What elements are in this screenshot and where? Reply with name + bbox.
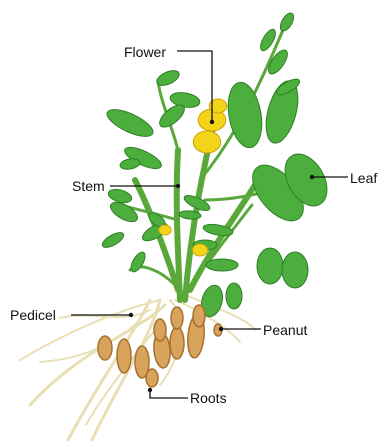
leaf xyxy=(104,104,157,141)
root xyxy=(60,310,150,318)
leaf xyxy=(226,283,242,309)
peanut-pod xyxy=(193,305,205,327)
leaf xyxy=(257,248,283,284)
label-flower: Flower xyxy=(124,44,166,60)
peanut-pod xyxy=(117,339,131,373)
peanut-pod xyxy=(98,336,112,360)
peanut-pod xyxy=(146,369,158,387)
stem-leader-dot xyxy=(176,184,180,188)
label-roots: Roots xyxy=(190,390,227,406)
roots-leader-dot xyxy=(148,388,152,392)
leaf xyxy=(107,187,133,205)
peanut-pod xyxy=(171,307,183,329)
leaf xyxy=(278,11,297,33)
flower xyxy=(159,225,172,235)
flower xyxy=(193,244,208,256)
flower-leader-dot xyxy=(210,120,214,124)
peanut-pod xyxy=(170,327,184,359)
flower xyxy=(193,131,221,153)
peanut-leader-dot xyxy=(219,327,223,331)
label-peanut: Peanut xyxy=(263,322,307,338)
label-pedicel: Pedicel xyxy=(10,307,56,323)
leaf xyxy=(206,259,238,271)
peanut-pod xyxy=(154,319,166,341)
stem xyxy=(177,150,180,300)
leaf xyxy=(282,252,308,288)
leaf-leader-dot xyxy=(310,175,314,179)
label-stem: Stem xyxy=(72,178,105,194)
leaf xyxy=(100,230,126,251)
roots-leader xyxy=(150,390,188,398)
leaf xyxy=(119,157,140,170)
label-leaf: Leaf xyxy=(350,170,377,186)
leaf xyxy=(128,250,148,274)
pedicel-leader-dot xyxy=(129,313,133,317)
